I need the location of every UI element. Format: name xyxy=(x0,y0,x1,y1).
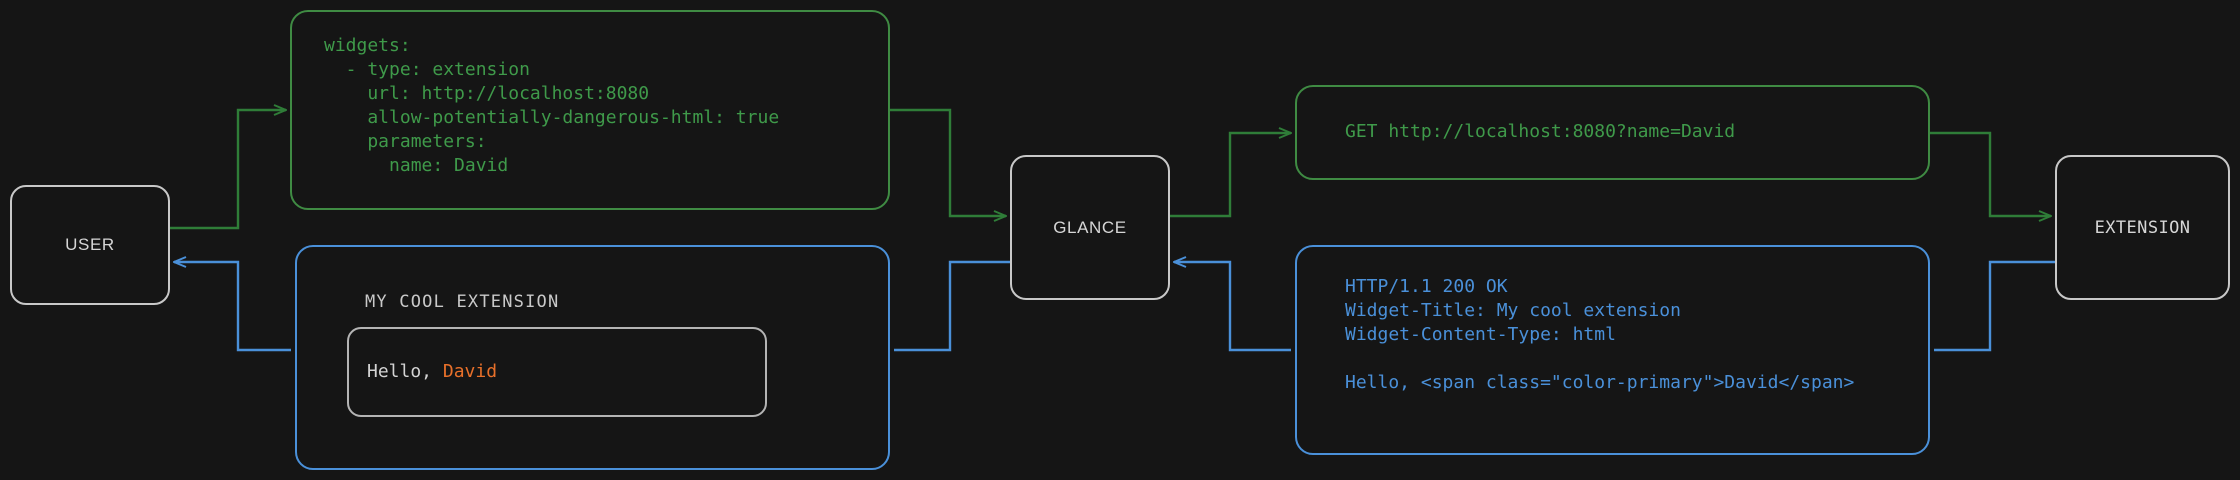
wire-user-to-yaml xyxy=(170,110,286,230)
node-user[interactable]: USER xyxy=(10,185,170,305)
node-glance-label: GLANCE xyxy=(1053,217,1127,237)
node-extension[interactable]: EXTENSION xyxy=(2055,155,2230,300)
widget-body-box: Hello, David xyxy=(347,327,767,417)
http-response-panel: HTTP/1.1 200 OK Widget-Title: My cool ex… xyxy=(1295,245,1930,455)
wire-glance-to-widget xyxy=(894,260,1010,352)
http-response-code: HTTP/1.1 200 OK Widget-Title: My cool ex… xyxy=(1345,276,1855,393)
http-request-code: GET http://localhost:8080?name=David xyxy=(1345,121,1736,142)
wire-extension-to-response xyxy=(1934,260,2055,352)
wire-glance-to-request xyxy=(1170,133,1291,218)
widget-greeting-prefix: Hello, xyxy=(367,361,443,382)
widget-title: MY COOL EXTENSION xyxy=(365,292,560,312)
http-request-panel: GET http://localhost:8080?name=David xyxy=(1295,85,1930,180)
wire-request-to-extension xyxy=(1930,131,2051,216)
node-glance[interactable]: GLANCE xyxy=(1010,155,1170,300)
wire-response-to-glance xyxy=(1174,262,1291,352)
widget-greeting: Hello, David xyxy=(367,361,497,382)
widget-greeting-name: David xyxy=(442,361,498,382)
wire-yaml-to-glance xyxy=(890,108,1006,216)
yaml-config-panel: widgets: - type: extension url: http://l… xyxy=(290,10,890,210)
rendered-widget-panel: MY COOL EXTENSION Hello, David xyxy=(295,245,890,470)
wire-widget-to-user xyxy=(174,262,291,352)
node-user-label: USER xyxy=(65,235,115,254)
yaml-config-code: widgets: - type: extension url: http://l… xyxy=(324,35,780,176)
node-extension-label: EXTENSION xyxy=(2094,217,2191,238)
